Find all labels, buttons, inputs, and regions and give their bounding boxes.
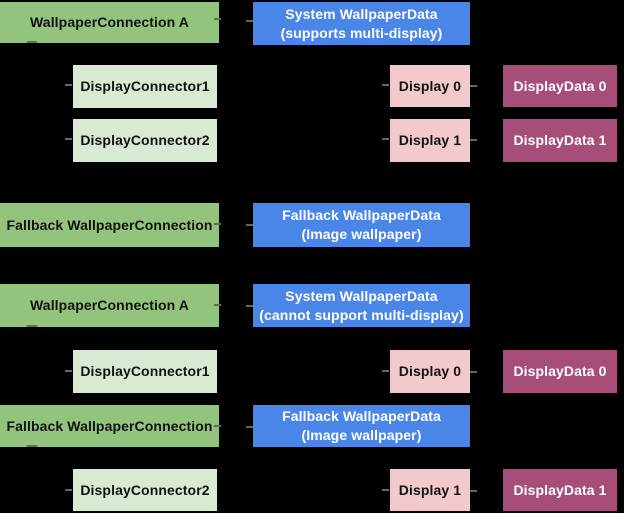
connector-stub <box>65 489 72 491</box>
box-fallback-wallpaper-data-2: Fallback WallpaperData (Image wallpaper) <box>253 405 470 447</box>
connector-stub <box>382 138 389 140</box>
box-display-data-1-1: DisplayData 1 <box>503 119 617 162</box>
box-display-1-1: Display 1 <box>390 119 470 162</box>
box-display-data-0-2: DisplayData 0 <box>503 350 617 393</box>
box-display-connector2-2: DisplayConnector2 <box>73 469 217 511</box>
box-wallpaper-connection-a-1: WallpaperConnection A <box>0 2 219 43</box>
connector-stub <box>27 41 37 43</box>
box-display-data-0-1: DisplayData 0 <box>503 65 617 107</box>
connector-stub <box>65 370 72 372</box>
box-display-connector1-1: DisplayConnector1 <box>73 65 217 108</box>
connector-stub <box>382 370 389 372</box>
connector-stub <box>246 20 253 22</box>
box-display-1-2: Display 1 <box>390 469 470 511</box>
box-fallback-wallpaper-connection-1: Fallback WallpaperConnection <box>0 203 219 247</box>
box-display-connector2-1: DisplayConnector2 <box>73 119 217 162</box>
connector-stub <box>214 18 221 20</box>
box-wallpaper-connection-a-2: WallpaperConnection A <box>0 284 219 327</box>
connector-stub <box>65 84 72 86</box>
connector-stub <box>382 489 389 491</box>
connector-stub <box>470 85 477 87</box>
connector-stub <box>470 490 477 492</box>
connector-stub <box>246 224 253 226</box>
connector-stub <box>246 426 253 428</box>
connector-stub <box>214 223 221 225</box>
connector-stub <box>27 325 37 327</box>
connector-stub <box>470 139 477 141</box>
connector-stub <box>65 138 72 140</box>
connector-stub <box>214 304 221 306</box>
box-system-wallpaper-data-multi: System WallpaperData (supports multi-dis… <box>253 2 470 45</box>
connector-stub <box>470 371 477 373</box>
connector-stub <box>382 84 389 86</box>
connector-stub <box>246 305 253 307</box>
box-system-wallpaper-data-no-multi: System WallpaperData (cannot support mul… <box>253 284 470 327</box>
box-display-connector1-2: DisplayConnector1 <box>73 350 217 393</box>
box-fallback-wallpaper-connection-2: Fallback WallpaperConnection <box>0 405 219 447</box>
connector-stub <box>214 425 221 427</box>
box-display-data-1-2: DisplayData 1 <box>503 469 617 511</box>
connector-stub <box>27 445 37 447</box>
box-display-0-2: Display 0 <box>390 350 470 393</box>
box-display-0-1: Display 0 <box>390 65 470 107</box>
box-fallback-wallpaper-data-1: Fallback WallpaperData (Image wallpaper) <box>253 203 470 247</box>
